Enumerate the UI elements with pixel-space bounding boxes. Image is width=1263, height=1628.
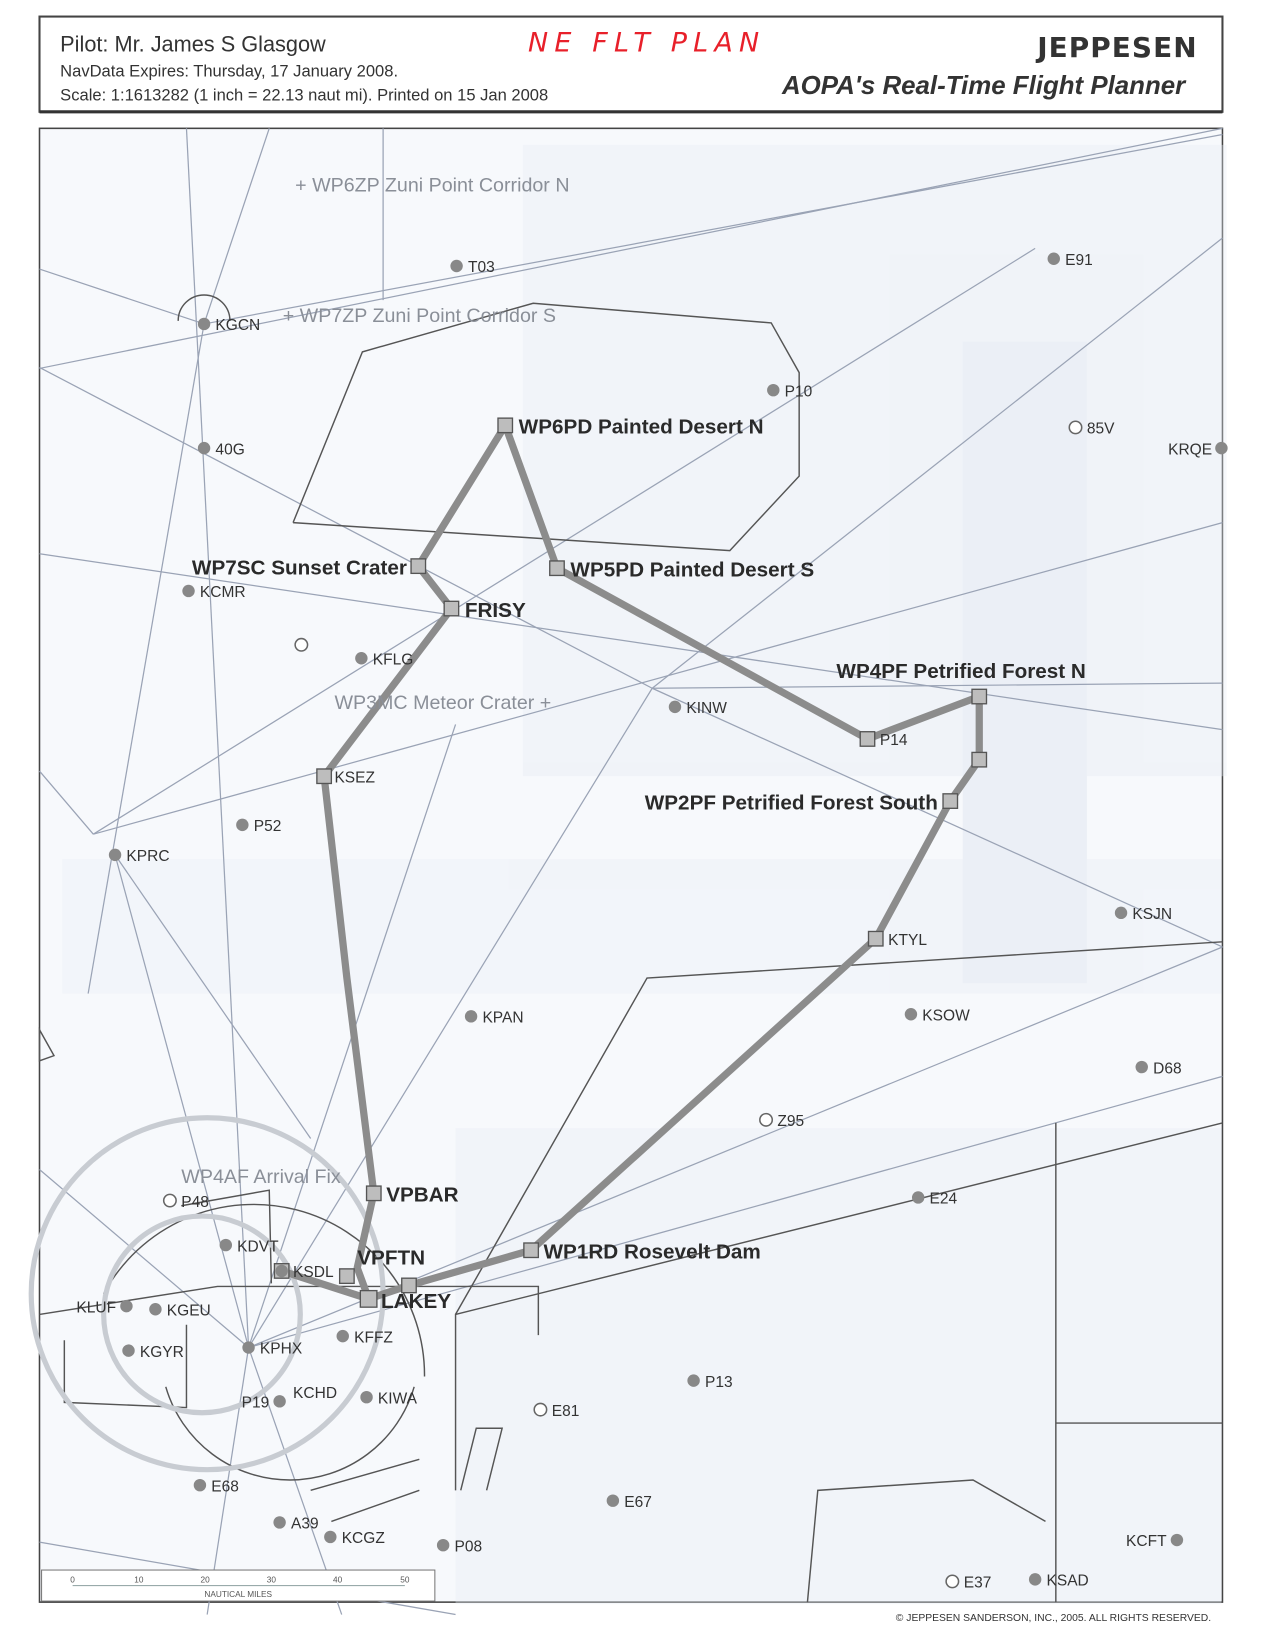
airport-kpan[interactable]: KPAN — [482, 1010, 523, 1027]
handwritten-note: NE FLT PLAN — [528, 28, 765, 59]
scale-tick: 50 — [400, 1575, 410, 1584]
airports: E91 T03 KGCN P10 85V KRQE 40G KCMR KFLG … — [76, 252, 1228, 1592]
scale-unit: NAUTICAL MILES — [204, 1590, 272, 1599]
ghost-waypoint-wp6zp: + WP6ZP Zuni Point Corridor N — [295, 174, 569, 196]
flight-route — [278, 421, 983, 1303]
airport-kgyr[interactable]: KGYR — [140, 1344, 184, 1361]
airport-ksez[interactable]: KSEZ — [334, 769, 375, 786]
waypoint-wp7sc[interactable]: WP7SC Sunset Crater — [192, 556, 407, 579]
airport-e24[interactable]: E24 — [930, 1191, 958, 1208]
airport-kinw[interactable]: KINW — [686, 700, 727, 717]
airport-p48[interactable]: P48 — [181, 1194, 209, 1211]
airport-kchd[interactable]: KCHD — [293, 1385, 337, 1402]
waypoint-frisy[interactable]: FRISY — [465, 599, 526, 622]
airport-40g[interactable]: 40G — [215, 441, 244, 458]
waypoint-wp2pf[interactable]: WP2PF Petrified Forest South — [645, 791, 938, 814]
airport-85v[interactable]: 85V — [1087, 421, 1115, 438]
airport-ksow[interactable]: KSOW — [922, 1007, 970, 1024]
airport-ktyl[interactable]: KTYL — [888, 932, 927, 949]
scale-tick: 20 — [200, 1575, 210, 1584]
airport-ksdl[interactable]: KSDL — [293, 1264, 334, 1281]
airspace-boundaries — [38, 294, 1223, 1603]
airport-kcft[interactable]: KCFT — [1126, 1533, 1167, 1550]
header: Pilot: Mr. James S Glasgow NavData Expir… — [38, 15, 1224, 114]
airport-ksjn[interactable]: KSJN — [1132, 906, 1172, 923]
airport-p10[interactable]: P10 — [785, 383, 813, 400]
airport-kiwa[interactable]: KIWA — [378, 1390, 418, 1407]
waypoint-wp6pd[interactable]: WP6PD Painted Desert N — [519, 416, 764, 439]
airways — [39, 127, 1223, 1616]
airport-d68[interactable]: D68 — [1153, 1060, 1181, 1077]
airport-e68[interactable]: E68 — [211, 1478, 239, 1495]
scale-tick: 0 — [70, 1575, 75, 1584]
pilot-name: Pilot: Mr. James S Glasgow — [60, 32, 326, 57]
navdata-expiry: NavData Expires: Thursday, 17 January 20… — [60, 62, 398, 81]
background-tiles — [62, 144, 1227, 1605]
waypoint-wp1rd[interactable]: WP1RD Rosevelt Dam — [544, 1241, 761, 1264]
airport-kcgz[interactable]: KCGZ — [342, 1530, 385, 1547]
jeppesen-logo: JEPPESEN — [1035, 31, 1197, 64]
airport-kffz[interactable]: KFFZ — [354, 1329, 393, 1346]
airport-z95[interactable]: Z95 — [777, 1113, 804, 1130]
airport-a39[interactable]: A39 — [291, 1516, 319, 1533]
airport-e81[interactable]: E81 — [552, 1403, 580, 1420]
airport-ksad[interactable]: KSAD — [1047, 1573, 1089, 1590]
airport-e67[interactable]: E67 — [624, 1494, 652, 1511]
airport-kluf[interactable]: KLUF — [76, 1299, 116, 1316]
waypoint-wp4pf[interactable]: WP4PF Petrified Forest N — [836, 660, 1085, 683]
scale-bar: 0 10 20 30 40 50 NAUTICAL MILES — [41, 1569, 436, 1602]
airport-kdvt[interactable]: KDVT — [237, 1238, 279, 1255]
airport-p52[interactable]: P52 — [254, 818, 282, 835]
copyright: © JEPPESEN SANDERSON, INC., 2005. ALL RI… — [896, 1613, 1211, 1624]
airport-kprc[interactable]: KPRC — [126, 848, 169, 865]
waypoint-wp5pd[interactable]: WP5PD Painted Desert S — [570, 558, 814, 581]
airport-p08[interactable]: P08 — [455, 1538, 483, 1555]
airport-p13[interactable]: P13 — [705, 1374, 733, 1391]
airport-kflg[interactable]: KFLG — [373, 651, 414, 668]
scale-tick: 10 — [134, 1575, 144, 1584]
airport-p19[interactable]: P19 — [242, 1395, 270, 1412]
waypoint-markers — [273, 417, 988, 1308]
airport-p14[interactable]: P14 — [880, 732, 908, 749]
waypoint-vpbar[interactable]: VPBAR — [386, 1184, 458, 1207]
airport-kphx[interactable]: KPHX — [260, 1341, 303, 1358]
scale-info: Scale: 1:1613282 (1 inch = 22.13 naut mi… — [60, 85, 548, 104]
airport-kgeu[interactable]: KGEU — [167, 1302, 211, 1319]
map[interactable]: WP6PD Painted Desert N WP7SC Sunset Crat… — [28, 127, 1228, 1616]
ghost-waypoint-wp4af: WP4AF Arrival Fix — [181, 1166, 341, 1188]
product-title: AOPA's Real-Time Flight Planner — [781, 72, 1187, 100]
airport-kcmr[interactable]: KCMR — [200, 584, 246, 601]
scale-tick: 30 — [267, 1575, 277, 1584]
airport-krqe[interactable]: KRQE — [1168, 441, 1212, 458]
airport-kgcn[interactable]: KGCN — [215, 317, 260, 334]
airport-e37[interactable]: E37 — [964, 1575, 992, 1592]
scale-tick: 40 — [333, 1575, 343, 1584]
waypoint-vpftn[interactable]: VPFTN — [357, 1247, 425, 1270]
airport-e91[interactable]: E91 — [1065, 252, 1093, 269]
airport-t03[interactable]: T03 — [468, 259, 495, 276]
ghost-waypoint-wp3mc: WP3MC Meteor Crater + — [334, 692, 551, 714]
waypoint-lakey[interactable]: LAKEY — [381, 1290, 451, 1313]
ghost-waypoint-wp7zp: + WP7ZP Zuni Point Corridor S — [283, 305, 556, 327]
